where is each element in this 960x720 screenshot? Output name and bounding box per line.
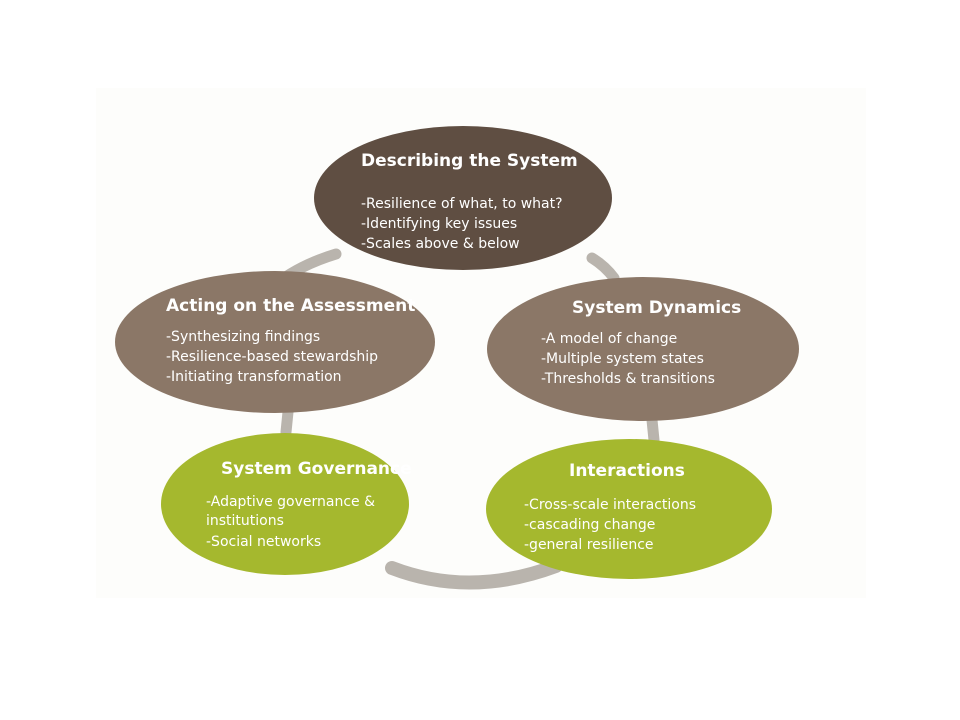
node-interactions-item-2: -cascading change xyxy=(524,517,655,533)
node-interactions-item-1: -Cross-scale interactions xyxy=(524,497,696,513)
node-describing-ellipse xyxy=(314,126,612,270)
connector-dynamics-interactions xyxy=(646,414,660,446)
connector-acting-governance xyxy=(280,406,294,438)
node-dynamics-ellipse xyxy=(487,277,799,421)
node-describing-title: Describing the System xyxy=(361,151,578,171)
node-acting-item-1: -Synthesizing findings xyxy=(166,329,320,345)
node-system-dynamics: System Dynamics -A model of change -Mult… xyxy=(487,277,799,421)
node-interactions-item-3: -general resilience xyxy=(524,537,654,553)
node-governance-item-2: institutions xyxy=(206,513,284,529)
node-governance-title: System Governance xyxy=(221,459,412,479)
node-describing-the-system: Describing the System -Resilience of wha… xyxy=(314,126,612,270)
node-acting-ellipse xyxy=(115,271,435,413)
node-governance-item-1: -Adaptive governance & xyxy=(206,494,375,510)
node-interactions-title: Interactions xyxy=(569,461,685,481)
node-system-governance: System Governance -Adaptive governance &… xyxy=(161,433,412,575)
node-dynamics-item-1: -A model of change xyxy=(541,331,677,347)
node-acting-item-3: -Initiating transformation xyxy=(166,369,342,385)
node-describing-item-3: -Scales above & below xyxy=(361,236,520,252)
connector-describing-dynamics xyxy=(586,252,620,284)
node-dynamics-item-3: -Thresholds & transitions xyxy=(541,371,715,387)
node-describing-item-1: -Resilience of what, to what? xyxy=(361,196,563,212)
node-governance-ellipse xyxy=(161,433,409,575)
connector-governance-interactions xyxy=(385,559,563,590)
node-describing-item-2: -Identifying key issues xyxy=(361,216,517,232)
node-interactions-ellipse xyxy=(486,439,772,579)
node-dynamics-title: System Dynamics xyxy=(572,298,741,318)
node-governance-item-3: -Social networks xyxy=(206,534,321,550)
node-acting-item-2: -Resilience-based stewardship xyxy=(166,349,378,365)
node-interactions: Interactions -Cross-scale interactions -… xyxy=(486,439,772,579)
node-dynamics-item-2: -Multiple system states xyxy=(541,351,704,367)
node-acting-title: Acting on the Assessment xyxy=(166,296,415,316)
node-acting-on-the-assessment: Acting on the Assessment -Synthesizing f… xyxy=(115,271,435,413)
